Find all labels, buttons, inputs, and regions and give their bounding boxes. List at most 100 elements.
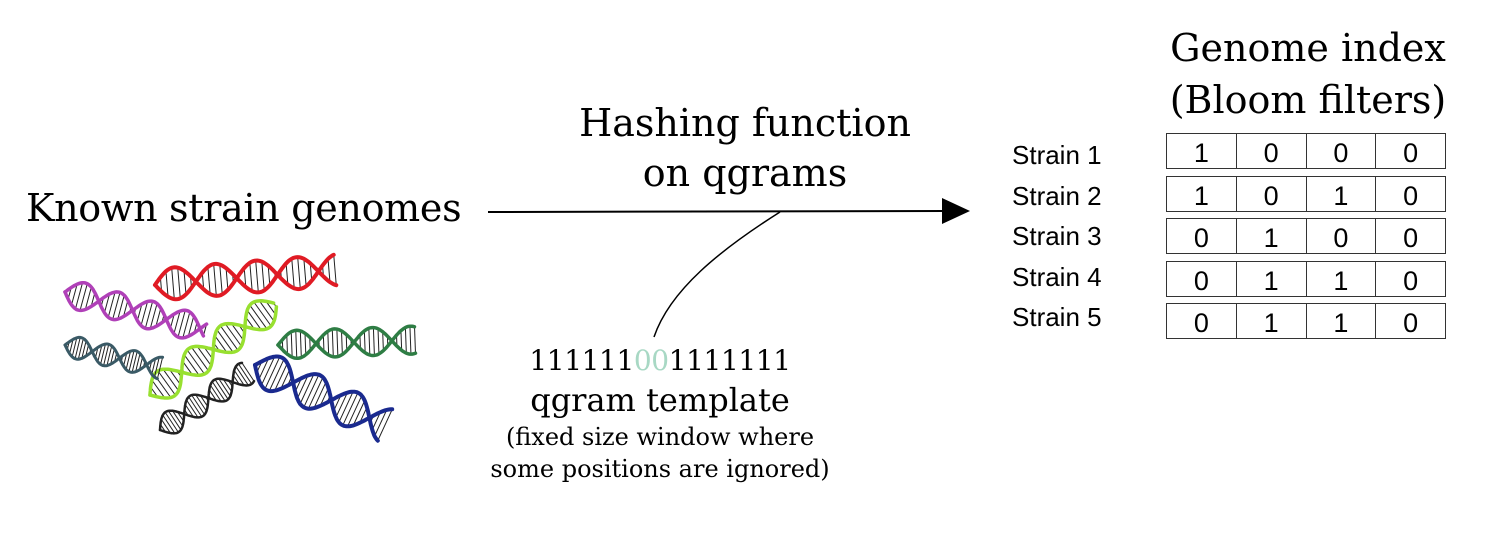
dna-base-pair-rung: [414, 326, 416, 354]
dna-base-pair-rung: [103, 293, 111, 313]
dna-base-pair-rung: [162, 414, 176, 434]
template-bits-prefix: 111111: [529, 344, 634, 377]
dna-base-pair-rung: [299, 330, 302, 358]
main-arrow-line: [487, 210, 945, 213]
bloom-filter-row: 0 1 0 0: [1166, 218, 1446, 254]
dna-base-pair-rung: [79, 283, 88, 311]
bloom-bit-cell: 0: [1403, 265, 1419, 296]
dna-base-pair-rung: [183, 270, 187, 295]
dna-strand: [158, 361, 244, 435]
dna-base-pair-rung: [186, 399, 199, 418]
bloom-bit-cell: 0: [1403, 308, 1419, 338]
dna-strand: [63, 335, 159, 381]
dna-strand: [63, 281, 209, 340]
dna-base-pair-rung: [235, 366, 249, 386]
dna-base-pair-rung: [191, 394, 205, 415]
dna-base-pair-rung: [177, 267, 181, 299]
dna-base-pair-rung: [191, 346, 209, 372]
dna-base-pair-rung: [333, 254, 337, 286]
dna-base-pair-rung: [84, 287, 92, 310]
dna-base-pair-rung: [157, 370, 176, 396]
dna-base-pair-rung: [319, 387, 329, 407]
bloom-filter-table: 1 0 0 0 1 0 1 0 0 1 0 0 0 1 1 0 0 1 1 0: [1166, 133, 1446, 346]
dna-base-pair-rung: [196, 346, 212, 366]
dna-base-pair-rung: [246, 310, 262, 330]
dna-base-pair-rung: [258, 358, 270, 380]
bloom-filter-row: 0 1 1 0: [1166, 260, 1446, 297]
dna-base-pair-rung: [214, 335, 228, 353]
dna-base-pair-rung: [303, 258, 307, 287]
dna-base-pair-rung: [338, 391, 354, 423]
dna-base-pair-rung: [151, 358, 157, 375]
dna-base-pair-rung: [151, 379, 166, 399]
dna-base-pair-rung: [186, 349, 205, 375]
dna-base-pair-rung: [183, 354, 200, 376]
dna-base-pair-rung: [296, 375, 309, 399]
dna-base-pair-rung: [336, 329, 339, 357]
dna-base-pair-rung: [165, 271, 169, 297]
bloom-bit-cell: 0: [1403, 223, 1419, 253]
dna-base-pair-rung: [128, 350, 135, 372]
bloom-bit-cell: 1: [1237, 304, 1307, 338]
dna-base-pair-rung: [241, 362, 255, 382]
dna-base-pair-rung: [347, 395, 363, 427]
dna-base-pair-rung: [153, 357, 160, 378]
dna-base-pair-rung: [213, 264, 217, 296]
dna-base-pair-rung: [345, 334, 348, 351]
dna-base-pair-rung: [123, 352, 128, 367]
dna-base-pair-rung: [207, 266, 211, 295]
dna-base-pair-rung: [377, 409, 393, 441]
dna-base-pair-rung: [290, 331, 293, 358]
dna-base-pair-rung: [265, 301, 276, 315]
dna-base-pair-rung: [219, 325, 239, 351]
dna-base-pair-rung: [74, 282, 84, 309]
bloom-bit-cell: 0: [1167, 219, 1237, 253]
dna-base-pair-rung: [274, 363, 288, 391]
bloom-bit-cell: 1: [1237, 219, 1307, 253]
bloom-bit-cell: 0: [1403, 138, 1419, 168]
main-arrow-head: [942, 198, 970, 224]
dna-base-pair-rung: [255, 260, 259, 293]
template-connector-curve: [653, 211, 781, 338]
qgram-template-name: qgram template: [530, 381, 790, 419]
bloom-bit-cell: 1: [1167, 176, 1237, 211]
dna-strand: [253, 363, 395, 429]
dna-base-pair-rung: [261, 261, 265, 291]
bloom-bit-cell: 1: [1237, 261, 1307, 296]
bloom-bit-cell: 0: [1307, 219, 1377, 253]
genome-index-title: Genome index (Bloom filters): [1160, 22, 1456, 126]
qgram-template-block: 111111001111111 qgram template (fixed si…: [490, 343, 830, 485]
dna-base-pair-rung: [295, 330, 298, 359]
bloom-filter-row: 1 0 1 0: [1166, 175, 1446, 212]
dna-base-pair-rung: [368, 328, 371, 356]
dna-base-pair-rung: [182, 361, 193, 375]
dna-base-pair-rung: [155, 308, 162, 327]
dna-base-pair-rung: [74, 337, 81, 359]
dna-base-pair-rung: [280, 368, 291, 390]
dna-base-pair-rung: [122, 300, 129, 317]
dna-base-pair-rung: [258, 300, 275, 322]
dna-base-pair-rung: [149, 303, 158, 329]
dna-base-pair-rung: [363, 330, 366, 353]
dna-base-pair-rung: [110, 348, 115, 365]
dna-base-pair-rung: [117, 295, 125, 320]
bloom-bit-cell: 1: [1167, 134, 1237, 168]
dna-base-pair-rung: [225, 268, 229, 290]
dna-base-pair-rung: [71, 337, 78, 357]
dna-base-pair-rung: [131, 351, 138, 373]
dna-base-pair-rung: [335, 392, 348, 418]
dna-base-pair-rung: [160, 418, 171, 434]
dna-base-pair-rung: [382, 331, 384, 351]
dna-base-pair-rung: [307, 377, 324, 409]
template-bits-suffix: 1111111: [668, 344, 791, 377]
dna-base-pair-rung: [374, 409, 388, 437]
dna-base-pair-rung: [233, 369, 245, 386]
dna-strand: [276, 325, 418, 359]
dna-base-pair-rung: [156, 357, 164, 379]
dna-strand: [153, 255, 339, 302]
strain-label: Strain 4: [1012, 261, 1102, 292]
dna-base-pair-rung: [222, 379, 232, 393]
hashing-function-line-1: Hashing function: [579, 101, 911, 145]
dna-base-pair-rung: [140, 301, 149, 326]
dna-base-pair-rung: [135, 353, 141, 372]
